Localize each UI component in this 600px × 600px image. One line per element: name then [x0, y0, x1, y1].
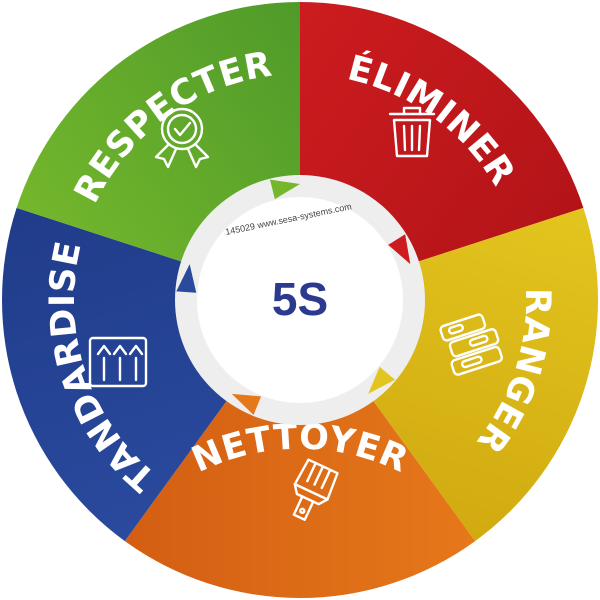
- award-ribbon-icon: [154, 107, 210, 169]
- arrow-respecter: [270, 179, 300, 200]
- arrow-nettoyer: [231, 393, 262, 415]
- center-disc: [197, 197, 403, 403]
- trash-bin-icon: [388, 106, 436, 158]
- arrow-eliminer: [388, 234, 411, 265]
- center-title: 5S: [272, 273, 328, 325]
- segment-nettoyer: [124, 300, 476, 598]
- brush-icon: [292, 458, 339, 521]
- standards-board-icon: [88, 336, 148, 388]
- arrow-standardiser: [176, 264, 197, 293]
- binders-icon: [439, 313, 504, 376]
- arrow-ranger: [368, 366, 395, 394]
